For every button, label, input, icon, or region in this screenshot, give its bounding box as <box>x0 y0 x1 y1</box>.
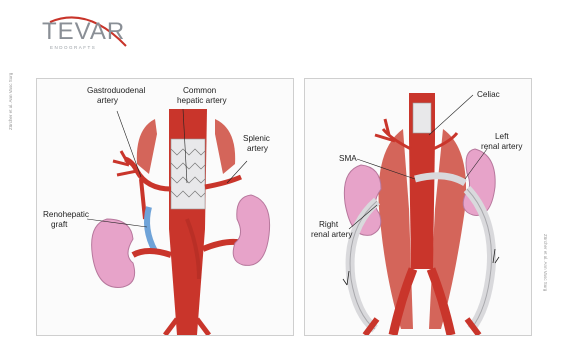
label-renohepatic-graft: Renohepatic graft <box>43 210 91 229</box>
splenic-branch <box>205 177 241 187</box>
external-iliac-stubs <box>365 319 479 335</box>
tevar-logo: TEVAR ENDOGRAFTS <box>40 12 135 54</box>
logo-subtitle: ENDOGRAFTS <box>50 45 96 50</box>
right-kidney <box>92 219 135 287</box>
logo-text: TEVAR <box>42 18 125 46</box>
diaphragm-right <box>215 119 235 174</box>
gastroduodenal-branch <box>141 179 145 219</box>
right-credit: Zürcher et al. Ann Vasc Surg <box>543 234 548 291</box>
label-sma: SMA <box>339 154 357 163</box>
left-panel-illustration: Gastroduodenal artery Common hepatic art… <box>36 78 294 336</box>
label-celiac: Celiac <box>477 90 500 99</box>
left-credit: Zürcher et al. Ann Vasc Surg <box>8 73 13 130</box>
right-anatomy-diagram: Celiac SMA Left renal artery Right renal… <box>305 79 531 335</box>
diaphragm-left <box>137 119 157 174</box>
stent-graft <box>171 139 205 209</box>
label-splenic-artery: Splenic artery <box>243 134 272 153</box>
label-common-hepatic-artery: Common hepatic artery <box>177 86 228 105</box>
label-left-renal-artery: Left renal artery <box>481 132 523 151</box>
left-kidney <box>233 195 269 265</box>
renohepatic-graft <box>147 207 155 251</box>
right-panel-illustration: Celiac SMA Left renal artery Right renal… <box>304 78 532 336</box>
aorta-body <box>409 139 435 269</box>
label-gastroduodenal-artery: Gastroduodenal artery <box>87 86 148 105</box>
left-anatomy-diagram: Gastroduodenal artery Common hepatic art… <box>37 79 293 335</box>
right-stent-graft <box>413 103 431 133</box>
right-psoas <box>379 129 414 329</box>
right-renal-artery <box>133 251 171 255</box>
label-right-renal-artery: Right renal artery <box>311 220 353 239</box>
